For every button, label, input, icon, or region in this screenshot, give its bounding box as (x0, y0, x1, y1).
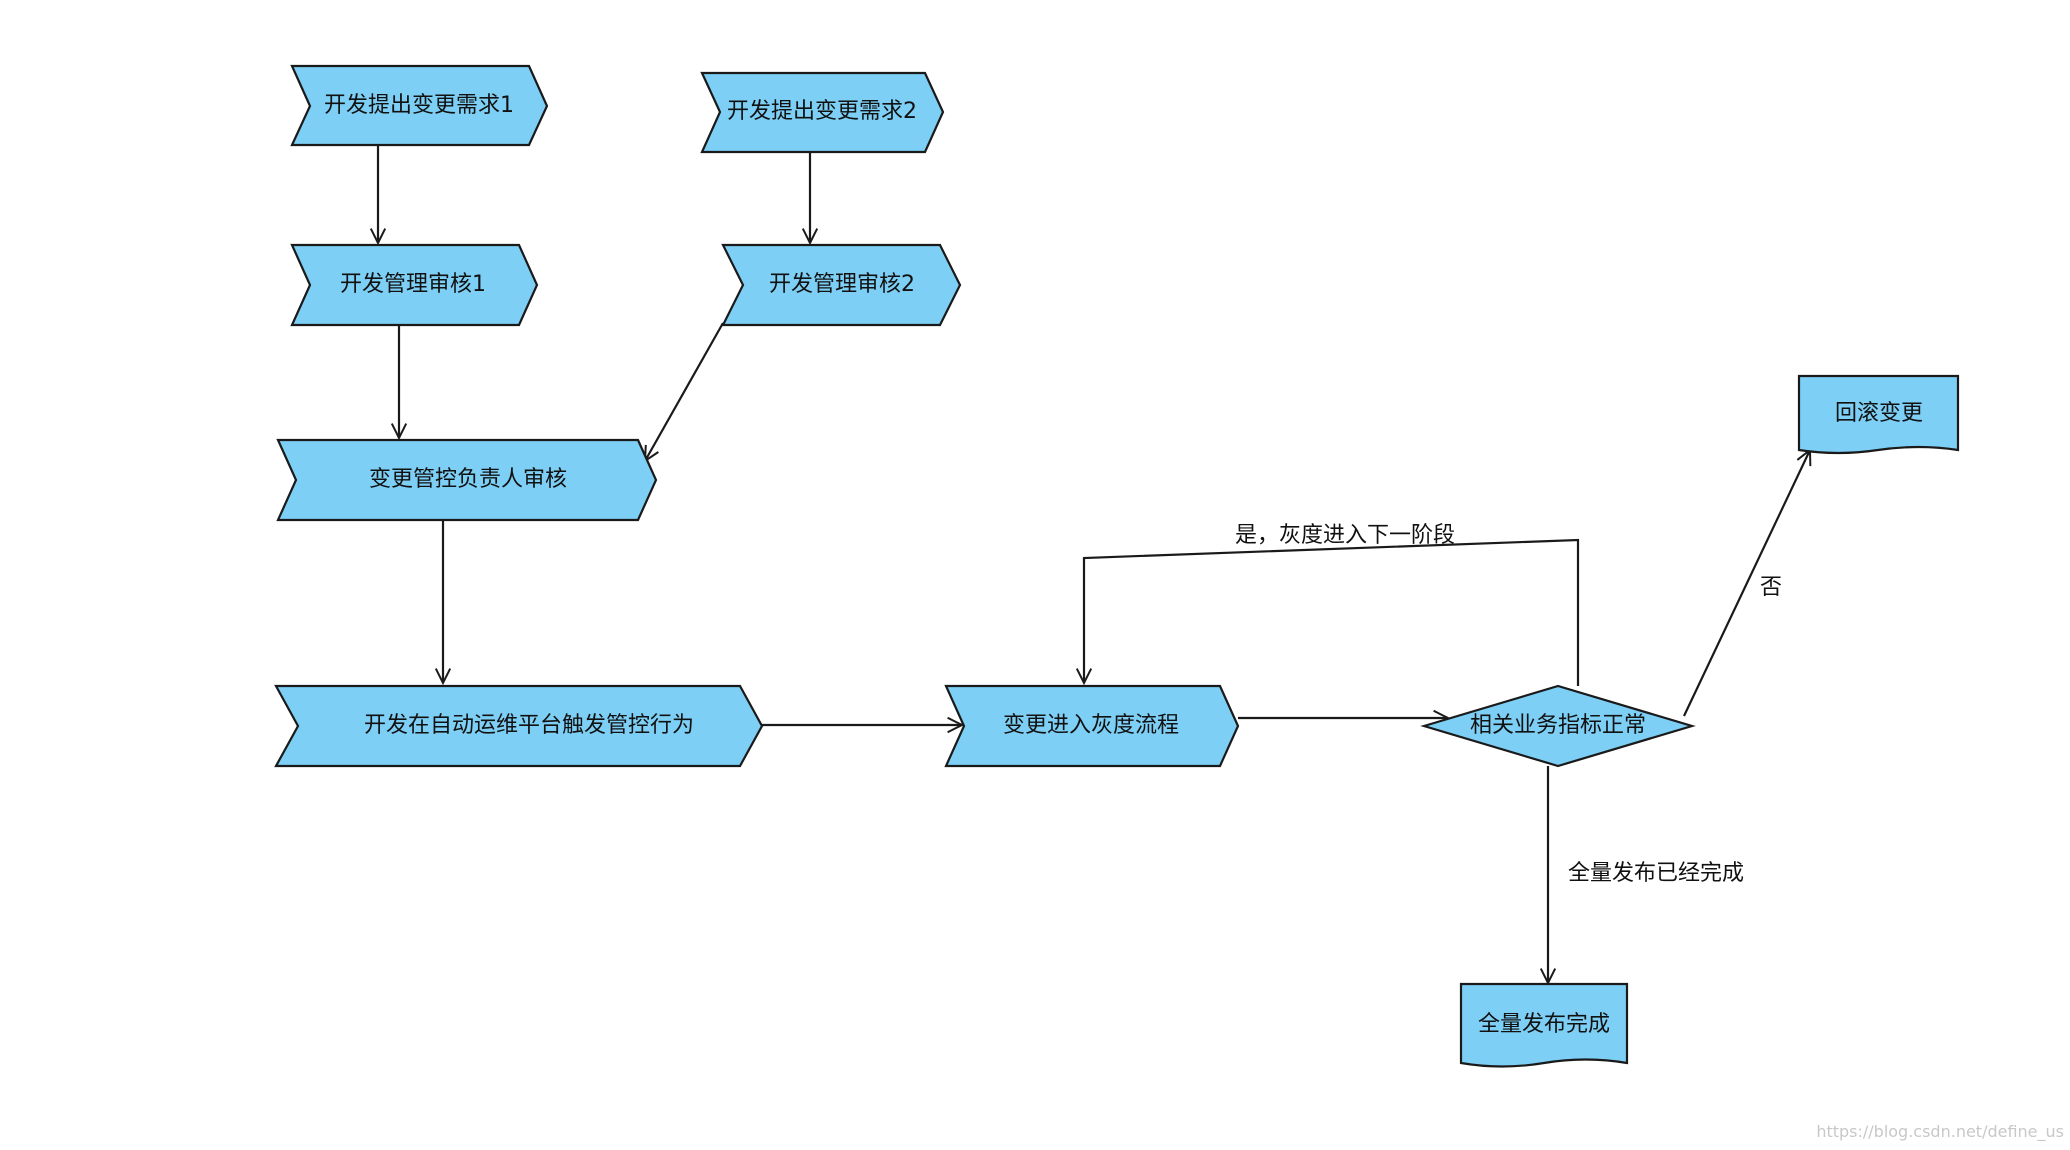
node-label-req1: 开发提出变更需求1 (324, 93, 514, 118)
node-gray-flow[interactable]: 变更进入灰度流程 (944, 684, 1240, 768)
node-label-trigger: 开发在自动运维平台触发管控行为 (364, 713, 694, 738)
node-label-check: 相关业务指标正常 (1470, 713, 1646, 738)
step-arrow-shape (721, 243, 962, 327)
step-arrow-shape (944, 684, 1240, 768)
edge-review2-to-owner-review (645, 322, 724, 461)
node-req2[interactable]: 开发提出变更需求2 (700, 71, 945, 154)
node-label-owner-review: 变更管控负责人审核 (369, 467, 567, 492)
edge-check-to-rollback (1683, 450, 1810, 717)
edge-check-loop-back-to-gray-flow (1084, 538, 1580, 686)
node-label-req2: 开发提出变更需求2 (727, 99, 917, 124)
document-shape (1797, 374, 1960, 455)
node-done[interactable]: 全量发布完成 (1459, 982, 1629, 1068)
node-label-done: 全量发布完成 (1478, 1012, 1610, 1037)
node-review1[interactable]: 开发管理审核1 (290, 243, 539, 327)
edge-label-no: 否 (1760, 575, 1782, 600)
step-arrow-shape (274, 684, 764, 768)
step-arrow-shape (290, 64, 549, 147)
node-rollback[interactable]: 回滚变更 (1797, 374, 1960, 455)
watermark-text: https://blog.csdn.net/define_us (1816, 1122, 2064, 1142)
document-shape (1459, 982, 1629, 1068)
node-label-review2: 开发管理审核2 (769, 272, 915, 297)
node-req1[interactable]: 开发提出变更需求1 (290, 64, 549, 147)
step-arrow-shape (290, 243, 539, 327)
decision-diamond-shape (1420, 684, 1696, 768)
edge-label-full-release-done: 全量发布已经完成 (1568, 861, 1744, 886)
step-arrow-shape (276, 438, 658, 522)
node-check[interactable]: 相关业务指标正常 (1420, 684, 1696, 768)
node-label-review1: 开发管理审核1 (340, 272, 486, 297)
node-owner-review[interactable]: 变更管控负责人审核 (276, 438, 658, 522)
node-trigger[interactable]: 开发在自动运维平台触发管控行为 (274, 684, 764, 768)
edge-label-yes-next-stage: 是，灰度进入下一阶段 (1235, 523, 1455, 548)
step-arrow-shape (700, 71, 945, 154)
edges (378, 145, 1810, 983)
node-label-rollback: 回滚变更 (1835, 401, 1923, 426)
node-label-gray-flow: 变更进入灰度流程 (1003, 713, 1179, 738)
node-review2[interactable]: 开发管理审核2 (721, 243, 962, 327)
edge-labels: 是，灰度进入下一阶段 否 全量发布已经完成 (1235, 523, 1782, 886)
